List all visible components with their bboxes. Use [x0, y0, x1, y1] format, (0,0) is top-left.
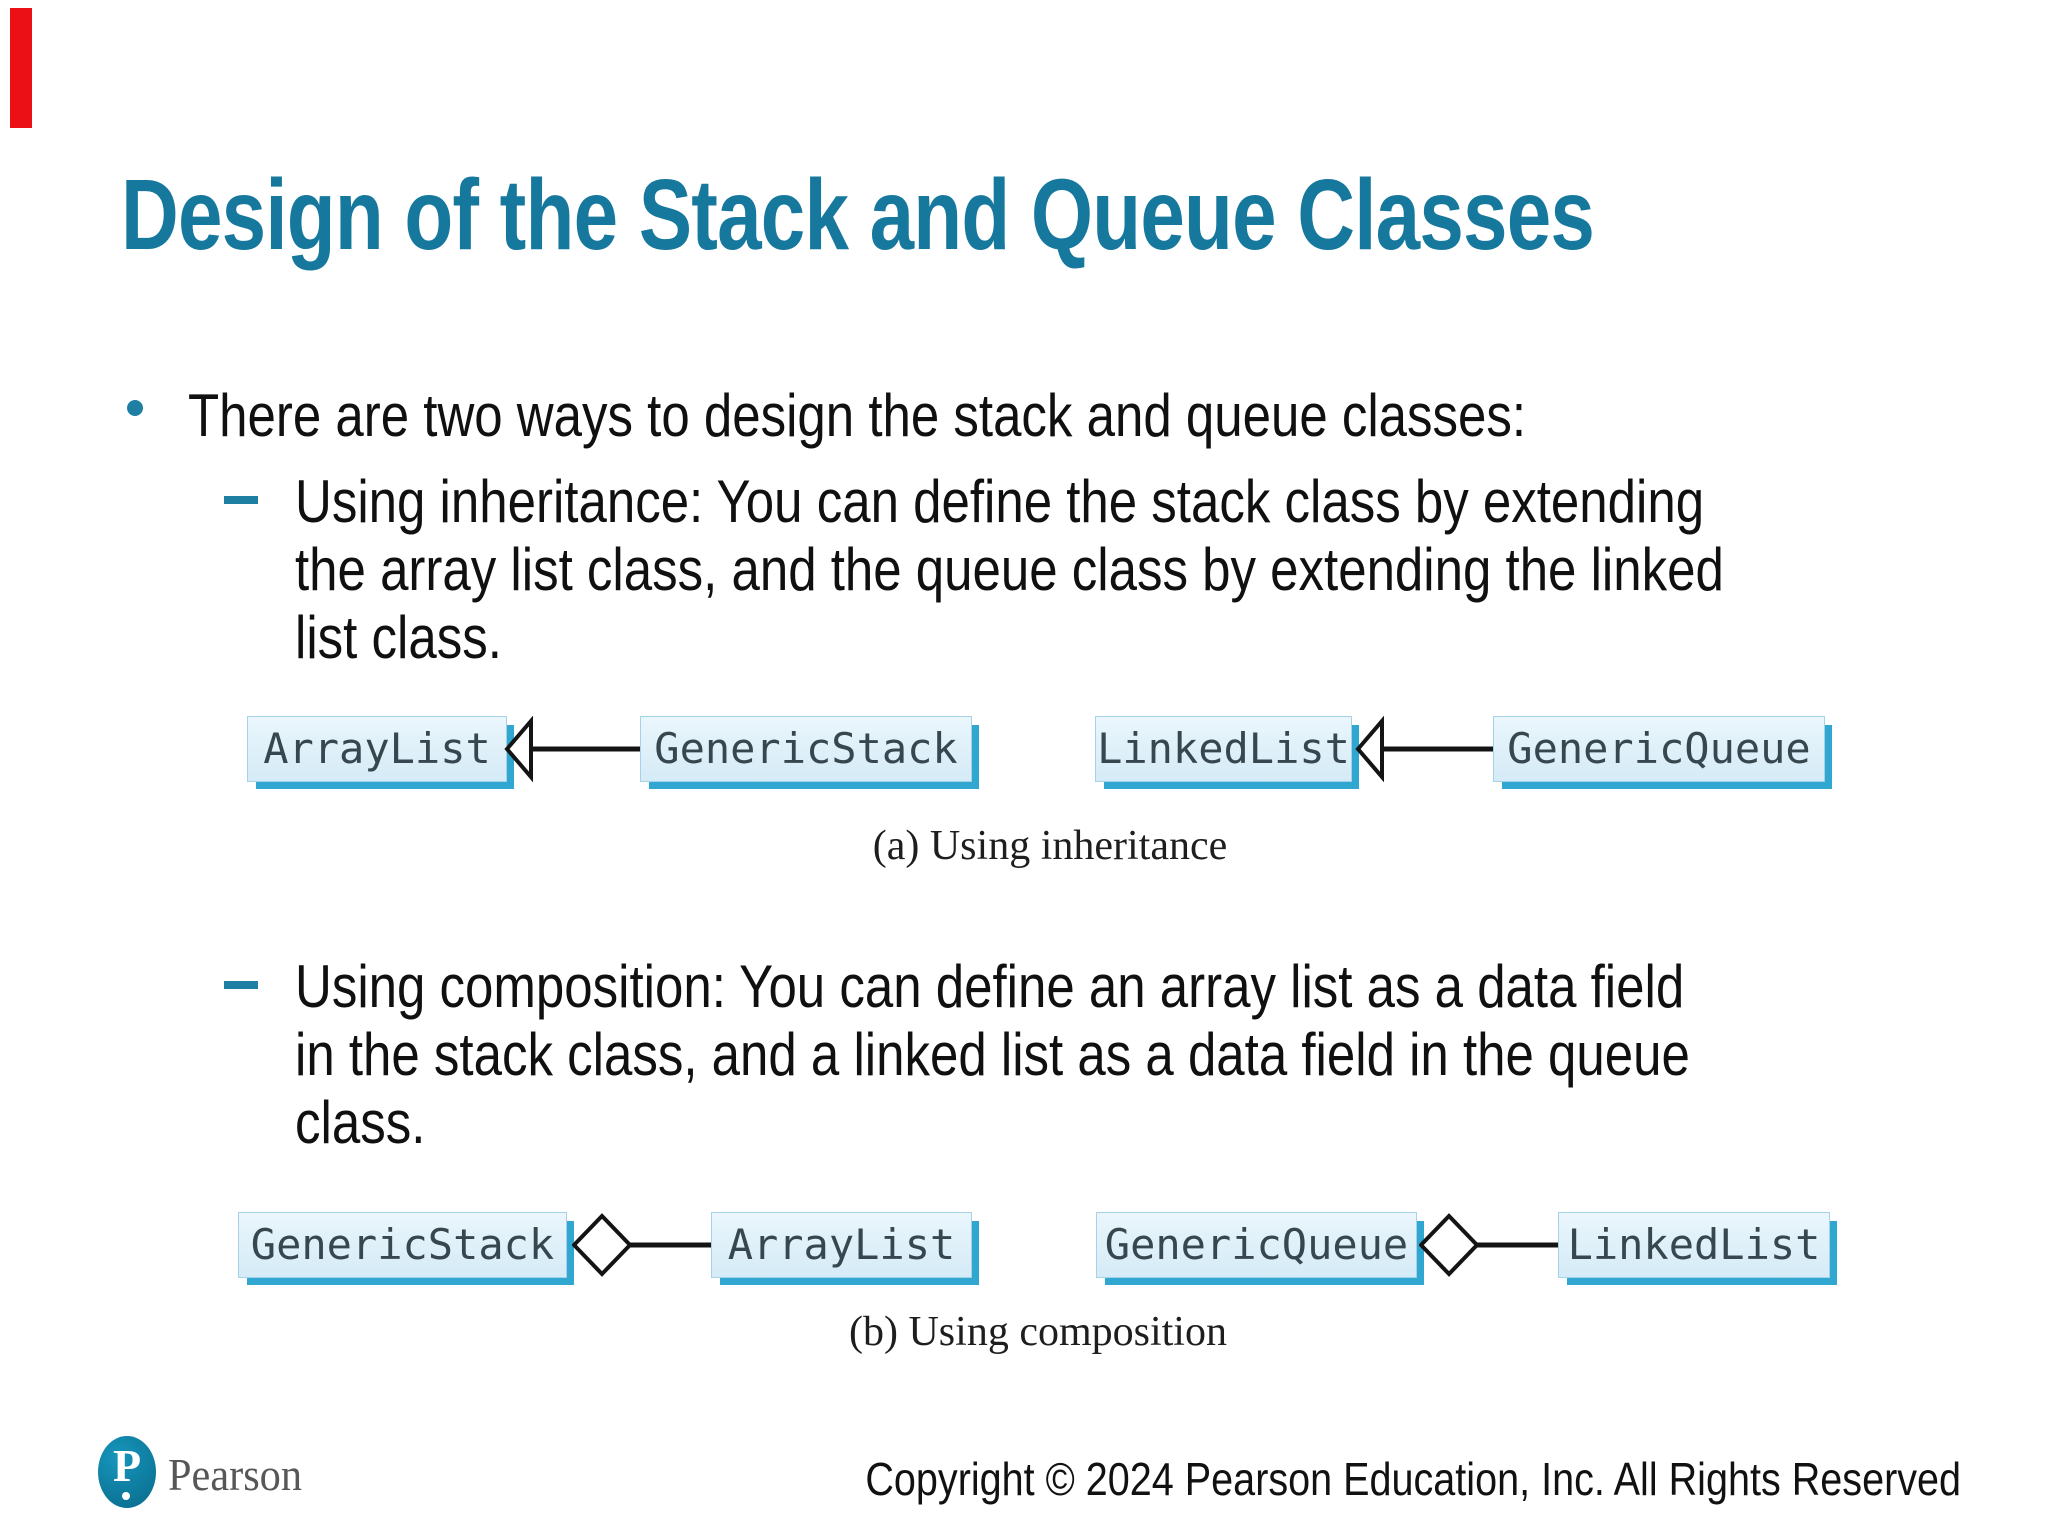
- inheritance-line-3: list class.: [295, 604, 502, 671]
- dash-bullet-icon: [224, 981, 258, 989]
- diagram-a-caption: (a) Using inheritance: [872, 823, 1228, 869]
- uml-class-box: LinkedList: [1558, 1212, 1830, 1278]
- uml-class-box: GenericStack: [238, 1212, 567, 1278]
- pearson-logo-icon: P: [98, 1436, 156, 1508]
- uml-class-box: ArrayList: [711, 1212, 972, 1278]
- inheritance-line-1: Using inheritance: You can define the st…: [295, 468, 1705, 535]
- pearson-wordmark: Pearson: [168, 1449, 302, 1500]
- composition-line-2: in the stack class, and a linked list as…: [295, 1021, 1690, 1088]
- copyright-text: Copyright © 2024 Pearson Education, Inc.…: [865, 1453, 1961, 1505]
- inheritance-line-2: the array list class, and the queue clas…: [295, 536, 1724, 603]
- bullet-main-text: There are two ways to design the stack a…: [188, 382, 1527, 449]
- composition-line-1: Using composition: You can define an arr…: [295, 953, 1685, 1020]
- uml-class-box: GenericQueue: [1096, 1212, 1417, 1278]
- diagram-b-caption: (b) Using composition: [849, 1309, 1227, 1355]
- pearson-logo-letter: P: [112, 1440, 142, 1491]
- uml-class-box: GenericStack: [640, 716, 972, 782]
- slide-title: Design of the Stack and Queue Classes: [121, 159, 1595, 271]
- composition-line-3: class.: [295, 1089, 426, 1156]
- sub-bullet-composition: Using composition: You can define an arr…: [295, 953, 1690, 1157]
- aggregation-diamond-icon: [572, 1213, 711, 1277]
- bullet-dot-icon: [127, 400, 143, 416]
- diagram-composition: GenericStack ArrayList GenericQueue Link…: [0, 1212, 2048, 1312]
- red-marker: [10, 8, 32, 128]
- diagram-inheritance: ArrayList GenericStack LinkedList Generi…: [0, 716, 2048, 816]
- inheritance-arrow-icon: [504, 716, 641, 782]
- uml-class-box: GenericQueue: [1493, 716, 1825, 782]
- dash-bullet-icon: [224, 496, 258, 504]
- sub-bullet-inheritance: Using inheritance: You can define the st…: [295, 468, 1724, 672]
- uml-class-box: LinkedList: [1095, 716, 1352, 782]
- aggregation-diamond-icon: [1419, 1213, 1558, 1277]
- uml-class-box: ArrayList: [247, 716, 507, 782]
- inheritance-arrow-icon: [1355, 716, 1493, 782]
- pearson-logo-dot: [122, 1492, 130, 1500]
